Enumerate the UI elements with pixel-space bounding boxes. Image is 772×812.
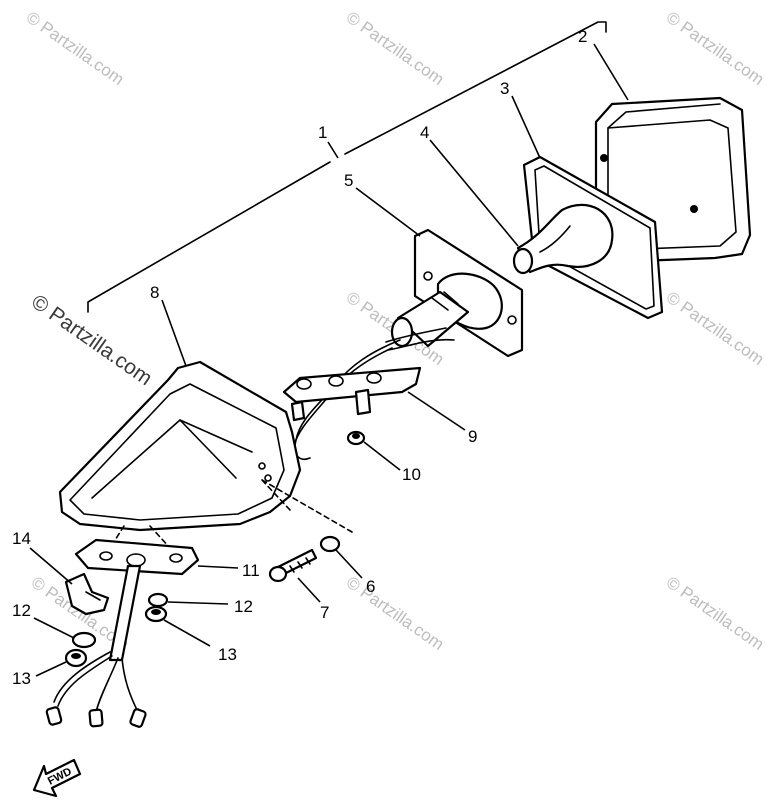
callout-8: 8 xyxy=(150,283,159,302)
part-6-washer xyxy=(319,535,341,553)
watermark: © Partzilla.com xyxy=(663,573,768,654)
callout-3: 3 xyxy=(500,79,509,98)
callout-7: 7 xyxy=(320,603,329,622)
leader-line-4 xyxy=(429,139,519,247)
forward-direction-arrow: FWD xyxy=(32,758,82,798)
part-12-washer-right xyxy=(147,592,169,608)
leader-line-1 xyxy=(327,141,339,159)
part-12-washer-left xyxy=(71,631,97,649)
callout-6: 6 xyxy=(366,577,375,596)
callout-11: 11 xyxy=(242,561,260,580)
part-13-nut-right xyxy=(144,605,168,623)
leader-line-2 xyxy=(593,43,629,101)
part-10-nut xyxy=(346,430,366,446)
leader-line-5 xyxy=(355,187,421,237)
leader-line-14 xyxy=(29,547,73,585)
leader-line-13b xyxy=(35,661,67,677)
callout-13-left: 13 xyxy=(12,669,31,688)
leader-line-9 xyxy=(407,391,466,431)
cable-sheath xyxy=(108,564,142,662)
part-4-bulb xyxy=(512,203,614,275)
watermark: © Partzilla.com xyxy=(663,8,768,89)
leader-line-3 xyxy=(511,95,541,159)
part-7-bolt xyxy=(268,548,318,583)
leader-line-7 xyxy=(297,577,321,603)
watermark: © Partzilla.com xyxy=(343,8,448,89)
callout-1: 1 xyxy=(318,123,327,142)
callout-labels: 1 2 3 4 5 6 7 8 9 10 11 12 13 14 12 13 xyxy=(12,27,587,688)
watermark: © Partzilla.com xyxy=(343,573,448,654)
callout-10: 10 xyxy=(402,465,421,484)
wire-leads xyxy=(45,651,147,728)
callout-2: 2 xyxy=(578,27,587,46)
leader-line-10 xyxy=(363,441,401,471)
leader-line-13a xyxy=(163,619,211,647)
watermark: © Partzilla.com xyxy=(27,290,156,390)
leader-line-6 xyxy=(335,549,363,579)
leader-line-12a xyxy=(33,617,75,639)
leader-line-12b xyxy=(167,601,229,605)
assembly-bracket xyxy=(87,21,607,313)
part-5-socket-plate xyxy=(385,228,524,358)
part-14-clamp xyxy=(64,572,110,616)
callout-12-right: 12 xyxy=(234,597,253,616)
callout-13-right: 13 xyxy=(218,645,237,664)
part-8-housing xyxy=(58,360,302,532)
callout-5: 5 xyxy=(344,171,353,190)
part-9-mounting-bracket xyxy=(282,366,422,422)
part-13-nut-left xyxy=(64,648,88,668)
leader-line-8 xyxy=(161,299,187,367)
assembly-guide-lines xyxy=(109,479,353,549)
callout-14: 14 xyxy=(12,529,31,548)
callout-12-left: 12 xyxy=(12,601,31,620)
leader-line-11 xyxy=(197,565,239,569)
watermark: © Partzilla.com xyxy=(663,288,768,369)
watermark: © Partzilla.com xyxy=(23,8,128,89)
callout-9: 9 xyxy=(468,427,477,446)
callout-4: 4 xyxy=(420,123,429,142)
